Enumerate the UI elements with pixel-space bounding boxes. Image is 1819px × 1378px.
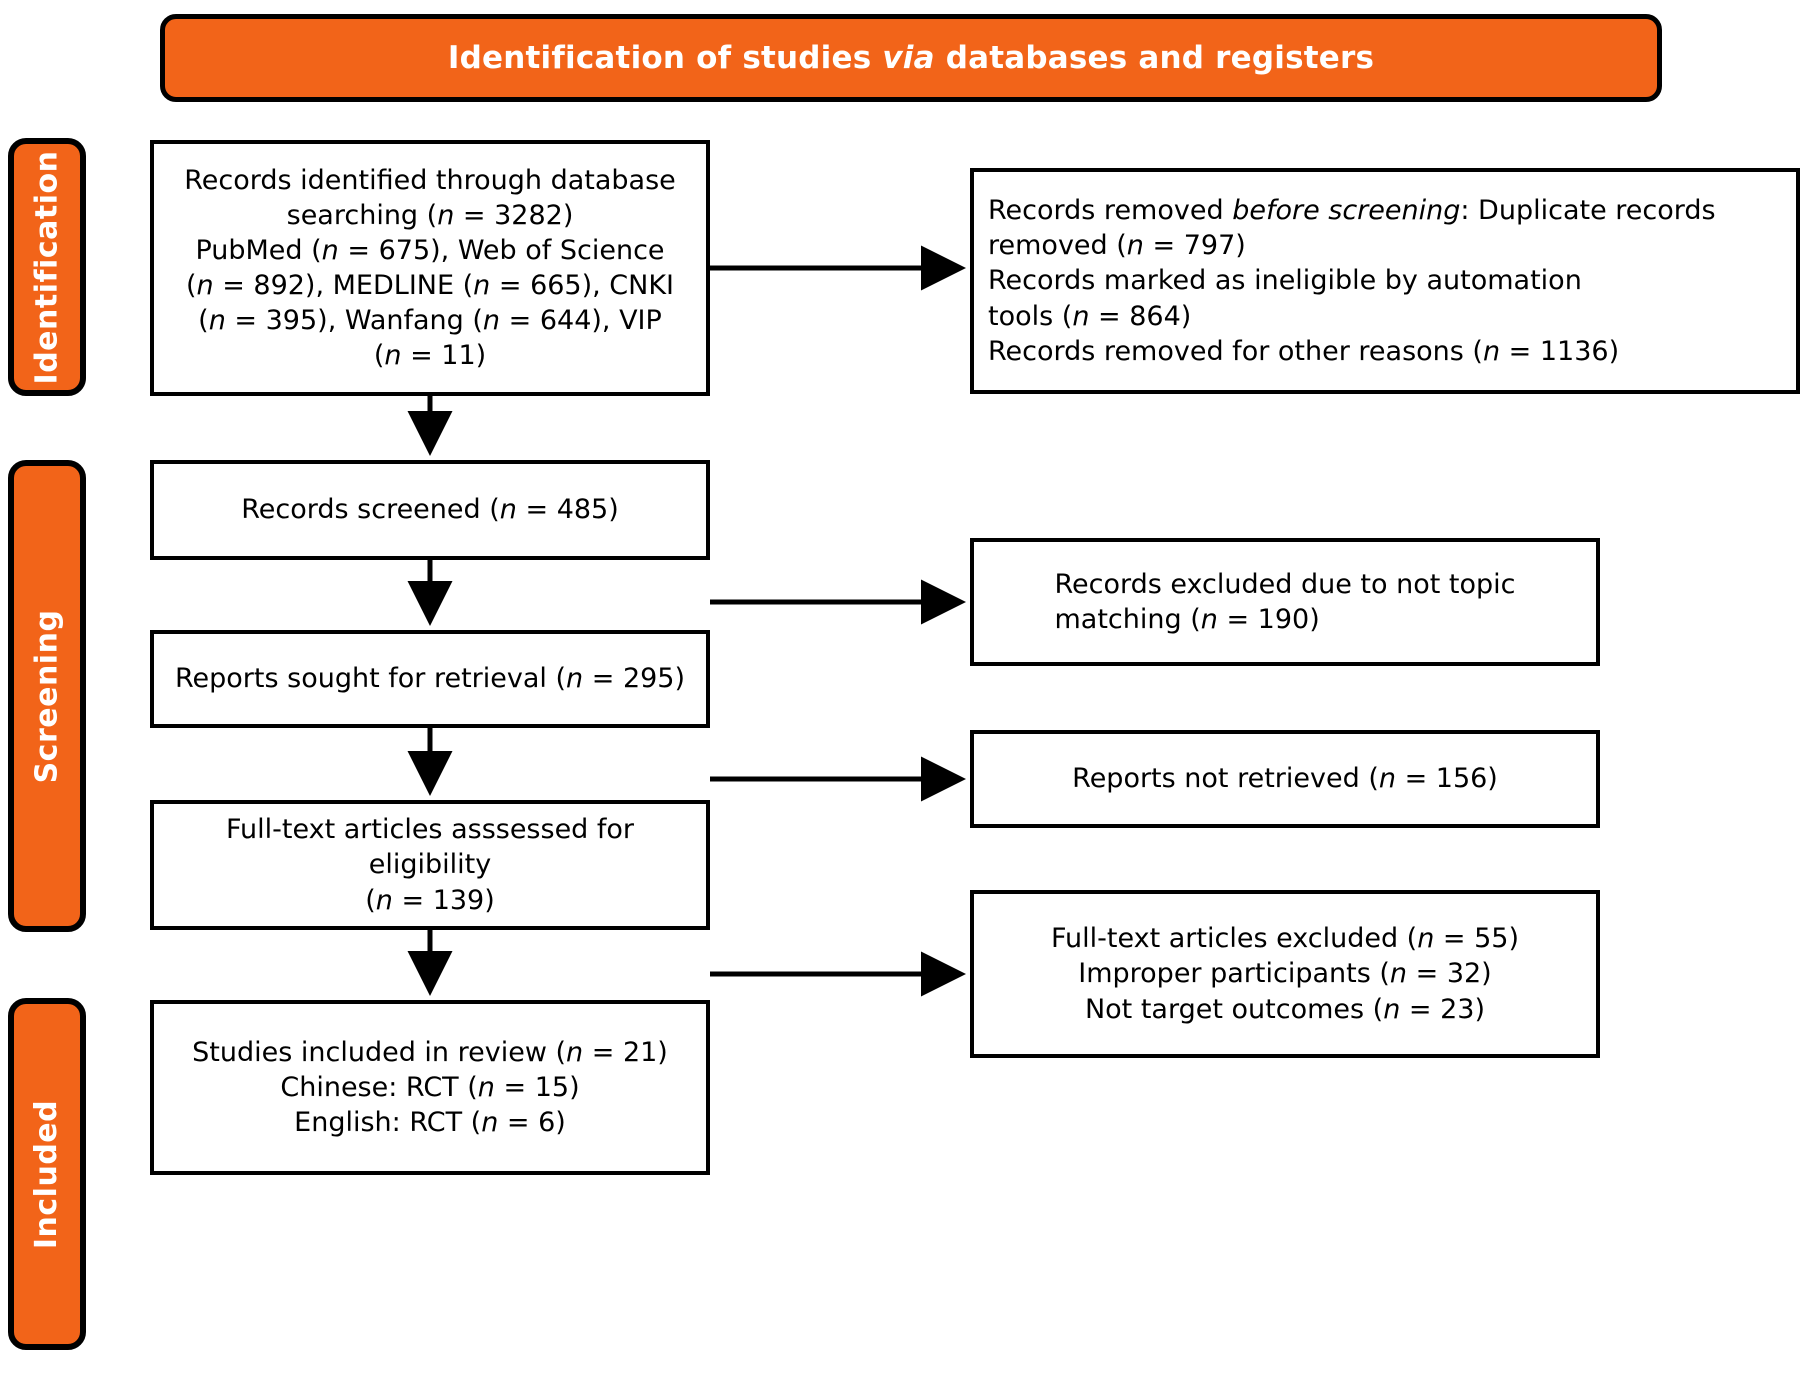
title-part-after: databases and registers (934, 40, 1375, 76)
box-records-identified-text: Records identified through database sear… (184, 164, 676, 372)
diagram-header-banner: Identification of studies via databases … (160, 14, 1662, 102)
box-studies-included-text: Studies included in review (n = 21) Chin… (192, 1036, 668, 1139)
box-reports-not-retrieved: Reports not retrieved (n = 156) (970, 730, 1600, 828)
box-fulltext-assessed-text: Full-text articles asssessed for eligibi… (225, 814, 635, 916)
removed-heading-after: : (1460, 195, 1470, 227)
box-records-identified: Records identified through database sear… (150, 140, 710, 396)
stage-chip-screening: Screening (8, 460, 86, 932)
box-reports-sought: Reports sought for retrieval (n = 295) (150, 630, 710, 728)
box-fulltext-excluded-text: Full-text articles excluded (n = 55) Imp… (1050, 923, 1520, 1025)
box-reports-sought-text: Reports sought for retrieval (n = 295) (174, 663, 686, 695)
removed-heading-italic: before screening (1232, 195, 1461, 227)
stage-label-included: Included (29, 1099, 65, 1249)
box-records-excluded-topic-text: Records excluded due to not topic matchi… (1054, 568, 1516, 635)
box-records-screened: Records screened (n = 485) (150, 460, 710, 560)
box-fulltext-excluded: Full-text articles excluded (n = 55) Imp… (970, 890, 1600, 1058)
box-fulltext-assessed: Full-text articles asssessed for eligibi… (150, 800, 710, 930)
stage-chip-included: Included (8, 998, 86, 1350)
box-records-removed: Records removed before screening: Duplic… (970, 168, 1800, 394)
stage-label-screening: Screening (29, 609, 65, 783)
title-part-before: Identification of studies (447, 40, 883, 76)
box-records-excluded-topic: Records excluded due to not topic matchi… (970, 538, 1600, 666)
stage-label-identification: Identification (29, 150, 65, 384)
box-records-removed-text: Records removed before screening: Duplic… (988, 193, 1782, 368)
removed-heading-before: Records removed (988, 195, 1233, 227)
title-part-italic: via (882, 40, 935, 76)
stage-chip-identification: Identification (8, 138, 86, 396)
box-records-screened-text: Records screened (n = 485) (241, 494, 619, 526)
removed-items: Duplicate records removed (n = 797) Reco… (988, 195, 1716, 367)
box-studies-included: Studies included in review (n = 21) Chin… (150, 1000, 710, 1175)
diagram-title: Identification of studies via databases … (448, 40, 1374, 76)
box-reports-not-retrieved-text: Reports not retrieved (n = 156) (1072, 763, 1498, 795)
